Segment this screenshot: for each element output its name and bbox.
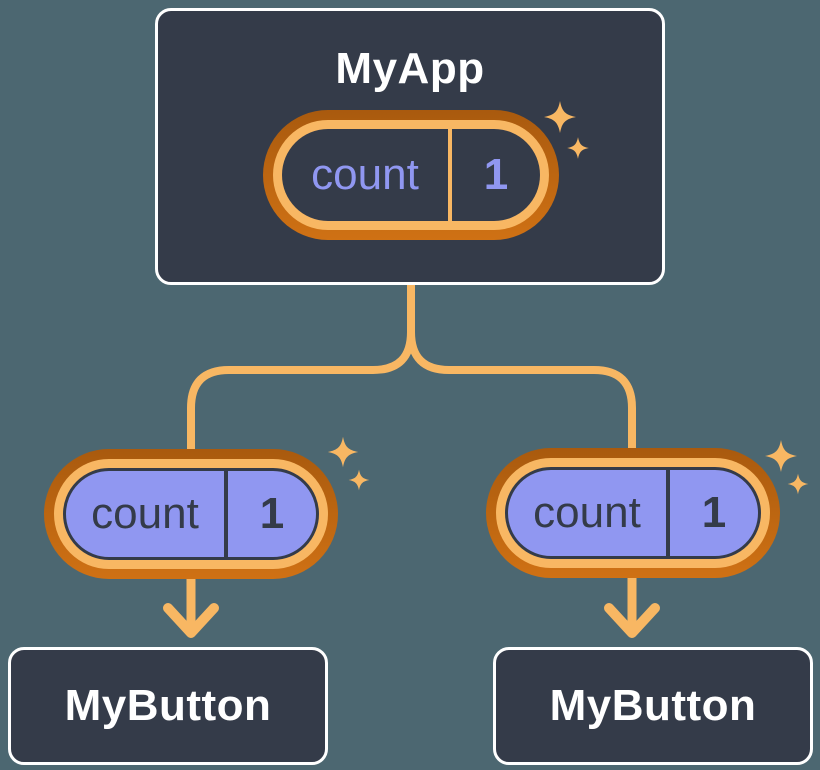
sparkle-icon xyxy=(327,436,370,491)
branch-line-left xyxy=(187,280,415,459)
state-name-label: count xyxy=(311,150,419,199)
branch-line-right xyxy=(407,280,636,459)
pill-ring: count 1 xyxy=(54,459,328,569)
arrow-down-icon xyxy=(163,571,219,638)
pill-divider xyxy=(448,129,452,221)
state-pill-root: count 1 xyxy=(263,110,559,240)
state-value: 1 xyxy=(259,489,285,538)
arrow-down-icon xyxy=(604,571,660,638)
node-title: MyButton xyxy=(64,681,272,730)
pill-body: count 1 xyxy=(63,468,319,560)
pill-body: count 1 xyxy=(505,467,761,559)
pill-ring: count 1 xyxy=(273,120,549,230)
pill-divider xyxy=(666,470,670,556)
state-value: 1 xyxy=(483,150,509,199)
node-title: MyButton xyxy=(549,681,757,730)
state-value: 1 xyxy=(701,488,727,537)
node-title: MyApp xyxy=(335,44,485,93)
node-mybutton-left: MyButton xyxy=(8,647,328,765)
state-pill-right: count 1 xyxy=(486,448,780,578)
node-mybutton-right: MyButton xyxy=(493,647,813,765)
state-name-label: count xyxy=(533,488,641,537)
pill-ring: count 1 xyxy=(496,458,770,568)
pill-body: count 1 xyxy=(282,129,540,221)
pill-divider xyxy=(224,471,228,557)
state-pill-left: count 1 xyxy=(44,449,338,579)
state-name-label: count xyxy=(91,489,199,538)
